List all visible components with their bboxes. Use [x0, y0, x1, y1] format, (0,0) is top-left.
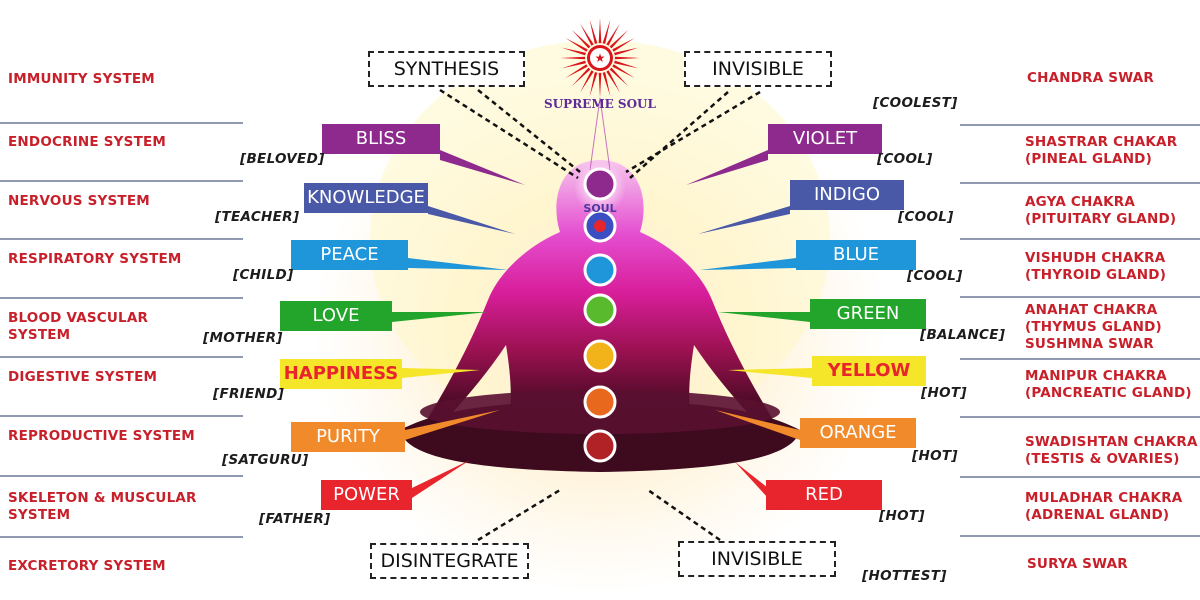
chakra-label: VISHUDH CHAKRA (THYROID GLAND): [1025, 250, 1167, 283]
right-divider: [960, 296, 1200, 298]
right-divider: [960, 182, 1200, 184]
color-box-green: GREEN: [810, 299, 926, 329]
left-divider: [0, 475, 243, 477]
supreme-soul-text: SUPREME SOUL: [544, 97, 656, 111]
temperature-label: [HOT]: [879, 508, 925, 524]
chakra-label: AGYA CHAKRA (PITUITARY GLAND): [1025, 194, 1177, 227]
invisible-bottom-box: INVISIBLE: [678, 541, 836, 577]
right-divider: [960, 238, 1200, 240]
temperature-label: [COOL]: [877, 151, 933, 167]
relation-label: [FRIEND]: [213, 386, 285, 402]
left-divider: [0, 297, 243, 299]
right-divider: [960, 416, 1200, 418]
left-divider: [0, 122, 243, 124]
right-divider: [960, 476, 1200, 478]
system-label: RESPIRATORY SYSTEM: [8, 251, 182, 267]
supreme-soul-logo: ★: [560, 18, 640, 98]
chakra-solar-icon: [583, 339, 617, 373]
disintegrate-box: DISINTEGRATE: [370, 543, 529, 579]
chakra-label: MULADHAR CHAKRA (ADRENAL GLAND): [1025, 490, 1183, 523]
color-box-red: RED: [766, 480, 882, 510]
temperature-label: [COOL]: [907, 268, 963, 284]
left-divider: [0, 180, 243, 182]
temperature-label: [COOL]: [898, 209, 954, 225]
quality-box-knowledge: KNOWLEDGE: [304, 183, 428, 213]
quality-box-bliss: BLISS: [322, 124, 440, 154]
left-divider: [0, 536, 243, 538]
color-box-orange: ORANGE: [800, 418, 916, 448]
chakra-label: SHASTRAR CHAKAR (PINEAL GLAND): [1025, 134, 1178, 167]
relation-label: [SATGURU]: [222, 452, 309, 468]
system-label: DIGESTIVE SYSTEM: [8, 369, 158, 385]
svg-text:★: ★: [595, 51, 606, 65]
chakra-heart-icon: [583, 293, 617, 327]
color-box-blue: BLUE: [796, 240, 916, 270]
chakra-label: MANIPUR CHAKRA (PANCREATIC GLAND): [1025, 368, 1192, 401]
quality-box-peace: PEACE: [291, 240, 408, 270]
relation-label: [CHILD]: [233, 267, 294, 283]
synthesis-box: SYNTHESIS: [368, 51, 525, 87]
relation-label: [FATHER]: [259, 511, 331, 527]
temperature-label: [COOLEST]: [873, 95, 958, 111]
system-label: IMMUNITY SYSTEM: [8, 71, 155, 87]
color-box-indigo: INDIGO: [790, 180, 904, 210]
right-divider: [960, 358, 1200, 360]
chakra-label: SWADISHTAN CHAKRA (TESTIS & OVARIES): [1025, 434, 1198, 467]
system-label: REPRODUCTIVE SYSTEM: [8, 428, 195, 444]
right-divider: [960, 535, 1200, 537]
relation-label: [TEACHER]: [215, 209, 300, 225]
temperature-label: [BALANCE]: [920, 327, 1006, 343]
chakra-root-icon: [583, 429, 617, 463]
chakra-label: CHANDRA SWAR: [1027, 70, 1154, 86]
chakra-crown-icon: [583, 167, 617, 201]
color-box-violet: VIOLET: [768, 124, 882, 154]
color-box-yellow: YELLOW: [812, 356, 926, 386]
quality-box-purity: PURITY: [291, 422, 405, 452]
system-label: NERVOUS SYSTEM: [8, 193, 150, 209]
invisible-top-box: INVISIBLE: [684, 51, 832, 87]
right-divider: [960, 124, 1200, 126]
left-pointers: [392, 150, 525, 498]
chakra-label: SURYA SWAR: [1027, 556, 1128, 572]
right-pointers: [686, 150, 812, 498]
system-label: EXCRETORY SYSTEM: [8, 558, 166, 574]
chakra-label: ANAHAT CHAKRA (THYMUS GLAND) SUSHMNA SWA…: [1025, 302, 1162, 352]
quality-box-love: LOVE: [280, 301, 392, 331]
top-connectors: [439, 88, 761, 542]
temperature-label: [HOT]: [921, 385, 967, 401]
temperature-label: [HOT]: [912, 448, 958, 464]
soul-label: SOUL: [583, 202, 616, 215]
chakra-sacral-icon: [583, 385, 617, 419]
system-label: BLOOD VASCULAR SYSTEM: [8, 310, 149, 343]
chakra-throat-icon: [583, 253, 617, 287]
quality-box-happiness: HAPPINESS: [280, 359, 402, 389]
left-divider: [0, 238, 243, 240]
left-divider: [0, 356, 243, 358]
relation-label: [BELOVED]: [240, 151, 325, 167]
quality-box-power: POWER: [321, 480, 412, 510]
relation-label: [MOTHER]: [203, 330, 283, 346]
left-divider: [0, 415, 243, 417]
temperature-label: [HOTTEST]: [862, 568, 947, 584]
chakra-column: [574, 162, 626, 463]
system-label: SKELETON & MUSCULAR SYSTEM: [8, 490, 197, 523]
system-label: ENDOCRINE SYSTEM: [8, 134, 167, 150]
